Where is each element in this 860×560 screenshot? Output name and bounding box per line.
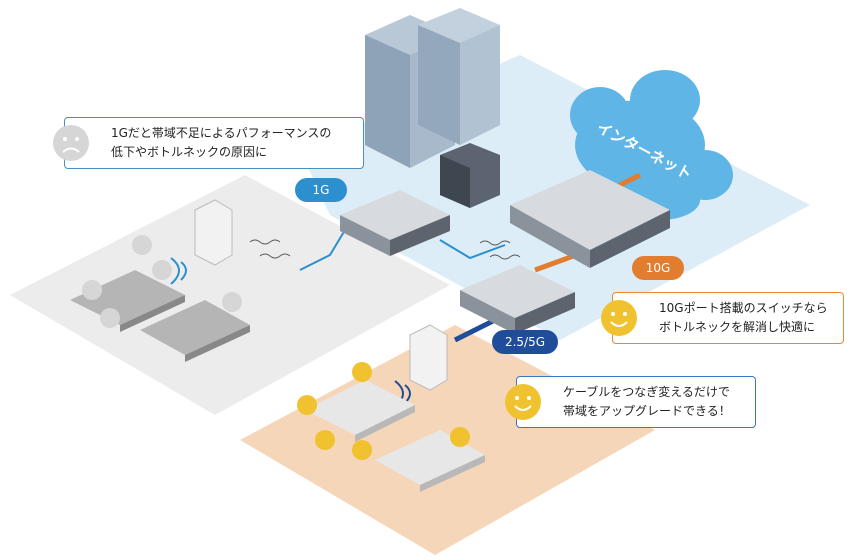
callout-problem-line1: 1Gだと帯域不足によるパフォーマンスの <box>111 126 332 140</box>
sad-face-icon <box>53 125 89 161</box>
access-point-upgraded-icon <box>394 324 448 408</box>
sad-face-icon <box>82 280 102 300</box>
happy-face-icon <box>505 384 541 420</box>
sad-face-icon <box>222 292 242 312</box>
happy-face-icon <box>315 430 335 450</box>
access-point-legacy-icon <box>170 199 233 285</box>
sad-face-icon <box>100 308 120 328</box>
server-building-icon <box>365 8 500 168</box>
happy-face-icon <box>450 427 470 447</box>
callout-problem: 1Gだと帯域不足によるパフォーマンスの 低下やボトルネックの原因に <box>53 117 364 169</box>
callout-switch10g: 10Gポート搭載のスイッチなら ボトルネックを解消し快適に <box>601 292 844 344</box>
happy-face-icon <box>352 362 372 382</box>
link-1g <box>299 229 346 271</box>
callout-problem-line2: 低下やボトルネックの原因に <box>111 145 268 159</box>
happy-face-icon <box>352 440 372 460</box>
speed-badge-2-5g: 2.5/5G <box>492 330 558 354</box>
happy-face-icon <box>297 395 317 415</box>
happy-face-icon <box>601 300 637 336</box>
internet-cloud-icon <box>570 70 733 220</box>
link-1g-core <box>439 239 506 260</box>
callout-upgrade-line1: ケーブルをつなぎ変えるだけで <box>563 385 730 399</box>
speed-badge-10g: 10G <box>632 256 684 280</box>
speed-badge-1g: 1G <box>295 178 347 202</box>
server-tower-icon <box>440 143 500 208</box>
sad-face-icon <box>152 260 172 280</box>
callout-switch10g-line2: ボトルネックを解消し快適に <box>659 320 816 334</box>
callout-upgrade-line2: 帯域をアップグレードできる！ <box>563 404 731 418</box>
wireless-wave-icon <box>249 239 281 245</box>
core-switch-icon <box>510 170 670 268</box>
switch-2-5g-icon <box>460 265 575 334</box>
wireless-wave-icon <box>479 240 511 246</box>
wireless-wave-icon <box>489 254 521 260</box>
sad-face-icon <box>132 235 152 255</box>
switch-1g-icon <box>340 190 450 256</box>
callout-upgrade: ケーブルをつなぎ変えるだけで 帯域をアップグレードできる！ <box>505 376 756 428</box>
link-2-5g <box>453 317 497 343</box>
legacy-office-desks <box>70 270 250 362</box>
callout-switch10g-line1: 10Gポート搭載のスイッチなら <box>659 301 828 315</box>
wireless-wave-icon <box>259 253 291 259</box>
